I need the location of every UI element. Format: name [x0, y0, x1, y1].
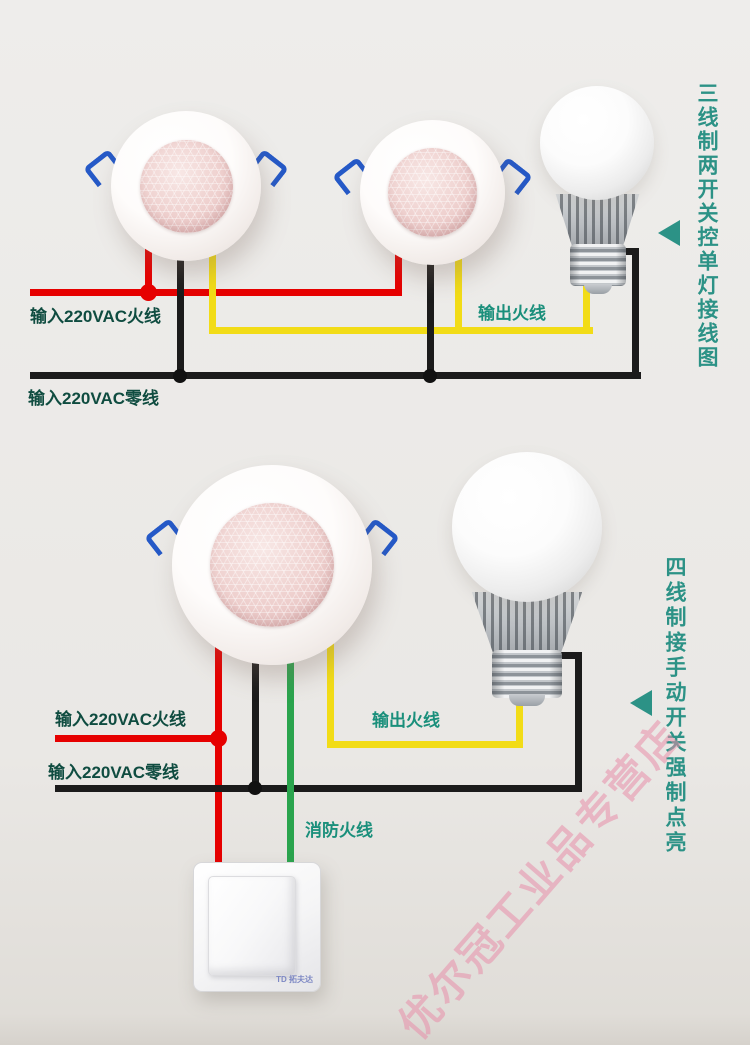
bottom-fire-live-label: 消防火线: [305, 821, 373, 840]
top-live-wire-sensor1-drop: [145, 230, 152, 296]
sensor-pir-dome: [210, 503, 334, 627]
bottom-neutral-wire-sensor-drop: [252, 630, 259, 792]
bottom-neutral-junction-dot: [248, 781, 262, 795]
bulb-heatsink: [555, 194, 640, 246]
bulb-contact-tip: [509, 694, 545, 706]
top-neutral-wire-horizontal: [30, 372, 641, 379]
pir-sensor-2: [332, 120, 533, 265]
bottom-live-wire-switch-drop: [215, 742, 222, 868]
bottom-live-wire-horizontal: [55, 735, 222, 742]
bottom-output-wire-sensor-drop: [327, 630, 334, 748]
top-output-wire-bulb-riser: [583, 262, 590, 334]
top-neutral-junction-dot-2: [423, 369, 437, 383]
bottom-caption-arrow-icon: [630, 690, 652, 716]
top-live-in-label: 输入220VAC火线: [30, 307, 161, 326]
pir-sensor-1: [83, 111, 289, 261]
top-output-wire-horizontal: [209, 327, 593, 334]
bottom-output-wire-bulb-riser: [516, 700, 523, 748]
switch-rocker: [208, 876, 296, 976]
bottom-live-in-label: 输入220VAC火线: [55, 710, 186, 729]
sensor-pir-dome: [387, 147, 478, 238]
top-live-wire-horizontal: [30, 289, 402, 296]
top-live-junction-dot: [140, 284, 157, 301]
pir-sensor-3: [144, 465, 400, 665]
store-watermark: 优尔冠工业品专营店: [389, 711, 691, 1045]
bottom-neutral-wire-horizontal: [55, 785, 582, 792]
bottom-neutral-wire-bulb-arm: [552, 652, 582, 659]
bottom-live-junction-dot: [210, 730, 227, 747]
top-diagram-caption: 三线制两开关控单灯接线图: [695, 82, 718, 370]
wall-switch: TD 拓夫达: [193, 862, 321, 992]
bulb-screw-base: [570, 244, 626, 286]
bottom-live-out-label: 输出火线: [372, 711, 440, 730]
top-live-wire-sensor2-drop: [395, 235, 402, 296]
top-caption-arrow-icon: [658, 220, 680, 246]
bulb-glass-dome: [540, 86, 654, 200]
bottom-fire-wire-switch-drop: [287, 630, 294, 868]
bottom-diagram-caption: 四线制接手动开关强制点亮: [663, 556, 686, 856]
bulb-heatsink: [471, 592, 583, 654]
top-neutral-junction-dot-1: [173, 369, 187, 383]
top-live-out-label: 输出火线: [478, 304, 546, 323]
top-neutral-in-label: 输入220VAC零线: [28, 389, 159, 408]
top-output-wire-sensor1-drop: [209, 230, 216, 334]
bottom-live-wire-sensor-drop: [215, 630, 222, 742]
top-neutral-wire-sensor2-drop: [427, 235, 434, 379]
bottom-neutral-wire-bulb-drop: [575, 652, 582, 792]
sensor-pir-dome: [139, 139, 233, 233]
bulb-contact-tip: [584, 284, 612, 294]
bulb-screw-base: [492, 650, 562, 698]
top-output-wire-sensor2-drop: [455, 235, 462, 334]
switch-brand-logo: TD 拓夫达: [276, 975, 313, 984]
bottom-output-wire-horizontal: [327, 741, 523, 748]
bottom-neutral-in-label: 输入220VAC零线: [48, 763, 179, 782]
top-neutral-wire-bulb-drop: [632, 248, 639, 379]
top-neutral-wire-sensor1-drop: [177, 230, 184, 379]
bulb-glass-dome: [452, 452, 602, 602]
